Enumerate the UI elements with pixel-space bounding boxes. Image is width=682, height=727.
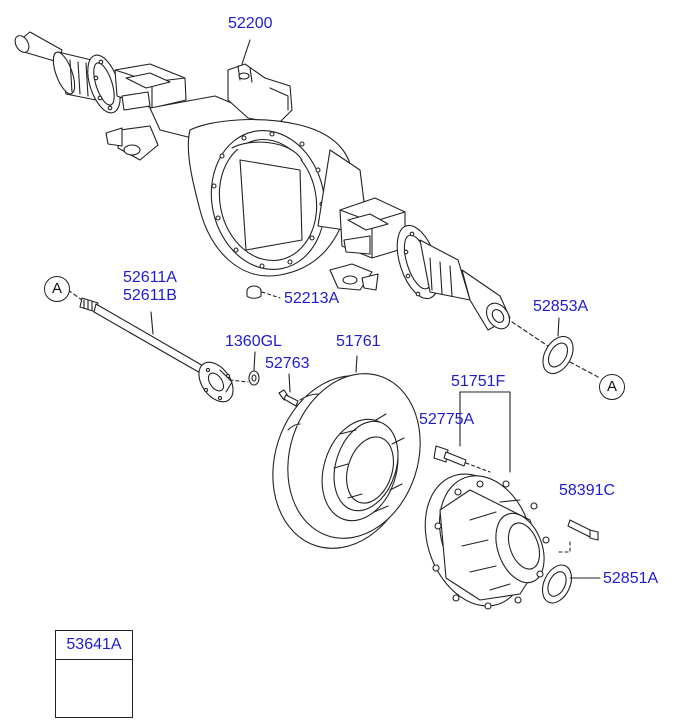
reference-marker-right: A <box>599 374 625 400</box>
oil-seal-outer-drawing <box>541 564 601 604</box>
part-label-52775a[interactable]: 52775A <box>419 411 475 428</box>
part-label-52611a[interactable]: 52611A <box>123 269 177 286</box>
oil-seal-inner-drawing <box>511 317 601 379</box>
part-label-52763[interactable]: 52763 <box>265 355 310 372</box>
part-label-52200[interactable]: 52200 <box>228 15 273 32</box>
part-label-52851a[interactable]: 52851A <box>603 570 659 587</box>
part-label-58391c[interactable]: 58391C <box>559 482 616 499</box>
shaft-bolt-drawing <box>278 373 299 407</box>
hub-screw-drawing <box>557 519 599 553</box>
wheel-hub-drawing <box>424 391 550 610</box>
part-label-52213a[interactable]: 52213A <box>284 290 340 307</box>
kit-box[interactable]: 53641A <box>55 630 133 718</box>
part-label-51761[interactable]: 51761 <box>336 333 381 350</box>
axle-housing-drawing <box>14 31 511 331</box>
part-label-1360gl[interactable]: 1360GL <box>225 333 282 350</box>
kit-label[interactable]: 53641A <box>56 631 132 660</box>
brake-disc-drawing <box>272 355 421 549</box>
axle-shaft-drawing <box>67 289 249 403</box>
drain-plug-drawing <box>246 285 281 299</box>
washer-drawing <box>248 351 260 386</box>
part-label-51751f[interactable]: 51751F <box>451 373 506 390</box>
part-label-52853a[interactable]: 52853A <box>533 298 589 315</box>
reference-marker-left: A <box>44 276 70 302</box>
part-label-52611b[interactable]: 52611B <box>123 287 177 304</box>
housing-leader-line <box>241 39 251 65</box>
